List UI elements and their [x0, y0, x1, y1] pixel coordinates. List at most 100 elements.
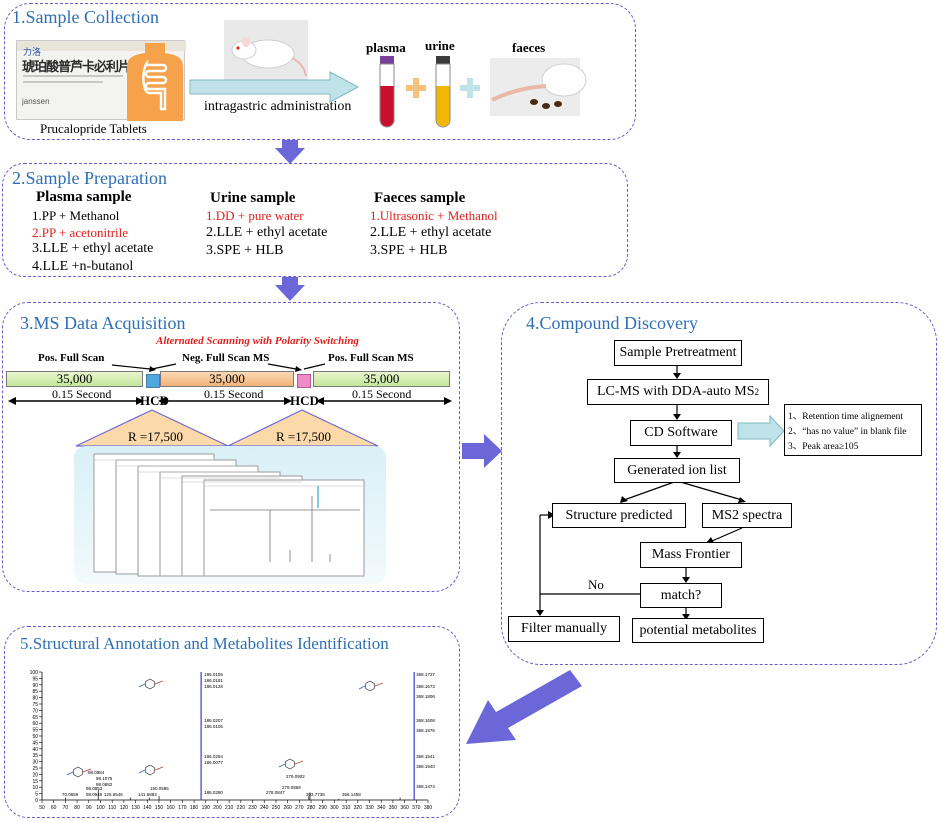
step-mass-frontier: Mass Frontier: [640, 542, 742, 568]
y-tick-label: 100: [30, 670, 39, 676]
x-tick-label: 200: [213, 805, 222, 811]
panel-sample-preparation: [2, 163, 628, 277]
plasma-item: 2.PP + acetonitrile: [32, 225, 129, 240]
resolution-r: R =17,500: [276, 429, 332, 444]
duration-label: 0.15 Second: [52, 387, 112, 401]
peak-label: 368.1940: [416, 764, 435, 769]
x-tick-label: 150: [155, 805, 164, 811]
peak-label: 98.0984: [88, 770, 105, 775]
x-tick-label: 160: [166, 805, 175, 811]
hcd-pulse: [297, 374, 311, 388]
x-tick-label: 120: [120, 805, 129, 811]
molecule-structure-icon: [66, 766, 92, 778]
hcd-label: HCD: [140, 393, 169, 408]
x-tick-label: 180: [190, 805, 199, 811]
x-tick-label: 140: [143, 805, 152, 811]
x-tick-label: 80: [74, 805, 80, 811]
plasma-tube-icon: [379, 56, 395, 128]
criteria-item: 3、Peak area≥105: [788, 442, 859, 452]
plus-icon: [460, 78, 480, 98]
drug-box-company: janssen: [22, 97, 50, 106]
drug-caption: Prucalopride Tablets: [40, 121, 147, 136]
plasma-item: 4.LLE +n-butanol: [32, 259, 134, 274]
peak-label: 70.0656: [62, 792, 79, 797]
drug-box-image: 力洛 琥珀酸普芦卡必利片 janssen: [16, 40, 186, 121]
panel-compound-discovery: [501, 302, 937, 665]
panel-sample-collection: [4, 3, 636, 140]
step-match: match?: [640, 583, 722, 608]
drug-box-name: 琥珀酸普芦卡必利片: [22, 60, 131, 75]
flow-arrow-down: [275, 277, 305, 301]
molecule-structure-icon: [358, 680, 384, 692]
panel-structural-annotation: [4, 626, 460, 818]
peak-label: 98.0853: [86, 786, 103, 791]
scan-pointer-arrows: [111, 363, 326, 372]
y-tick-label: 10: [32, 785, 38, 791]
x-tick-label: 110: [108, 805, 116, 811]
peak-label: 278.0847: [266, 790, 285, 795]
flow-arrow-down: [275, 140, 305, 164]
flow-arrow-right: [462, 434, 502, 468]
x-tick-label: 280: [307, 805, 316, 811]
criteria-item: 1、Retention time alignement: [788, 412, 904, 422]
peak-label: 98.1075: [96, 776, 113, 781]
faeces-heading: Faeces sample: [374, 190, 466, 206]
section3-title: 3.MS Data Acquisition: [20, 313, 186, 333]
administration-label: intragastric administration: [204, 99, 352, 114]
x-tick-label: 220: [237, 805, 246, 811]
peak-label: 368.1474: [416, 784, 435, 789]
peak-label: 186.0077: [204, 760, 223, 765]
y-tick-label: 55: [32, 728, 38, 734]
peak-label: 125.6546: [104, 792, 123, 797]
section2-title: 2.Sample Preparation: [12, 168, 167, 188]
no-label: No: [588, 577, 604, 592]
x-tick-label: 360: [400, 805, 409, 811]
peak-label: 368.1673: [416, 684, 435, 689]
peak-label: 279.0858: [282, 785, 301, 790]
scan-label: Pos. Full Scan MS: [328, 352, 414, 364]
peak-label: 368.1806: [416, 694, 435, 699]
panel-ms-acquisition: [2, 302, 460, 592]
peak-label: 186.0207: [204, 718, 223, 723]
x-tick-label: 130: [131, 805, 140, 811]
criteria-item: 2、“has no value” in blank file: [788, 427, 907, 437]
step-generated-ion-list: Generated ion list: [614, 458, 740, 483]
x-tick-label: 100: [96, 805, 105, 811]
peak-label: 186.0155: [204, 672, 223, 677]
section1-title: 1.Sample Collection: [12, 7, 159, 27]
urine-tube-icon: [435, 56, 451, 128]
x-tick-label: 210: [225, 805, 234, 811]
y-tick-label: 15: [32, 779, 38, 785]
step-ms2-spectra: MS2 spectra: [702, 503, 792, 528]
x-tick-label: 260: [283, 805, 292, 811]
plasma-item: 1.PP + Methanol: [32, 208, 120, 223]
urine-item: 1.DD + pure water: [206, 208, 304, 223]
x-tick-label: 190: [202, 805, 211, 811]
criteria-box: 1、Retention time alignement 2、“has no va…: [784, 404, 922, 456]
peak-label: 98.0946: [86, 792, 103, 797]
x-tick-label: 240: [260, 805, 269, 811]
x-tick-label: 50: [39, 805, 45, 811]
flow-arrow-diagonal: [466, 670, 582, 744]
section3-subtitle: Alternated Scanning with Polarity Switch…: [156, 335, 359, 347]
section4-title: 4.Compound Discovery: [526, 313, 698, 333]
resolution-bar: 35,000: [313, 371, 450, 387]
x-tick-label: 70: [63, 805, 69, 811]
y-tick-label: 80: [32, 696, 38, 702]
faeces-item: 1.Ultrasonic + Methanol: [370, 208, 498, 223]
y-tick-label: 95: [32, 676, 38, 682]
y-tick-label: 20: [32, 772, 38, 778]
scan-label: Pos. Full Scan: [38, 352, 105, 364]
y-tick-label: 65: [32, 715, 38, 721]
peak-label: 279.0902: [286, 774, 305, 779]
mass-spectrum-chart: 1009590858075706560555045403530252015105…: [30, 670, 436, 811]
x-tick-label: 300: [330, 805, 339, 811]
resolution-bar: 35,000: [6, 371, 143, 387]
x-tick-label: 90: [86, 805, 92, 811]
x-tick-label: 350: [389, 805, 398, 811]
y-tick-label: 40: [32, 747, 38, 753]
resolution-r: R =17,500: [128, 429, 184, 444]
section5-title: 5.Structural Annotation and Metabolites …: [20, 634, 389, 653]
